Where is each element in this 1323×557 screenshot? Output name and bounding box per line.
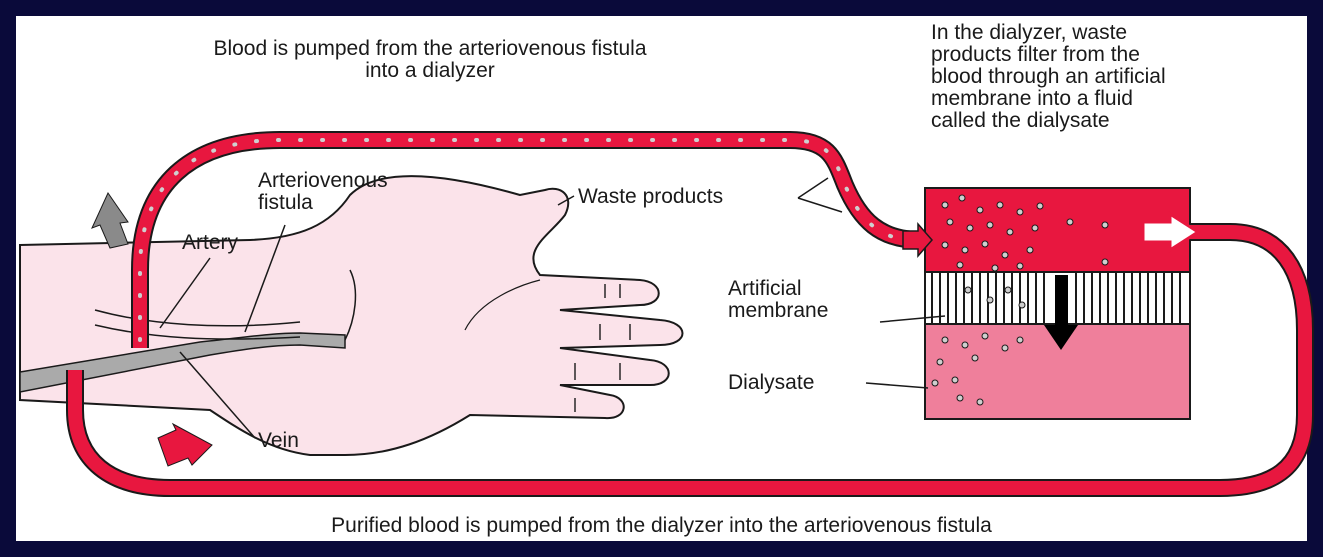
gray-flow-arrow-icon	[92, 193, 128, 248]
top-caption-line-2: into a dialyzer	[170, 60, 690, 82]
arteriovenous-fistula-line-2: fistula	[258, 192, 388, 214]
artery-label: Artery	[182, 232, 238, 254]
red-flow-arrow-icon	[158, 424, 212, 466]
dialyzer-caption-line-3: blood through an artificial	[931, 66, 1166, 88]
dialyzer-caption-line-1: In the dialyzer, waste	[931, 22, 1166, 44]
dialyzer-caption-line-2: products filter from the	[931, 44, 1166, 66]
dialyzer-caption-line-5: called the dialysate	[931, 110, 1166, 132]
artificial-membrane-line-1: Artificial	[728, 278, 828, 300]
dialyzer-caption-line-4: membrane into a fluid	[931, 88, 1166, 110]
waste-products-label: Waste products	[578, 186, 723, 208]
top-caption-line-1: Blood is pumped from the arteriovenous f…	[170, 38, 690, 60]
bottom-caption: Purified blood is pumped from the dialyz…	[100, 515, 1223, 537]
top-caption: Blood is pumped from the arteriovenous f…	[170, 38, 690, 82]
arteriovenous-fistula-line-1: Arteriovenous	[258, 170, 388, 192]
artificial-membrane-line-2: membrane	[728, 300, 828, 322]
dialyzer-caption: In the dialyzer, waste products filter f…	[931, 22, 1166, 132]
vein-label: Vein	[258, 430, 299, 452]
dialysate-label: Dialysate	[728, 372, 814, 394]
arteriovenous-fistula-label: Arteriovenous fistula	[258, 170, 388, 214]
artificial-membrane-label: Artificial membrane	[728, 278, 828, 322]
